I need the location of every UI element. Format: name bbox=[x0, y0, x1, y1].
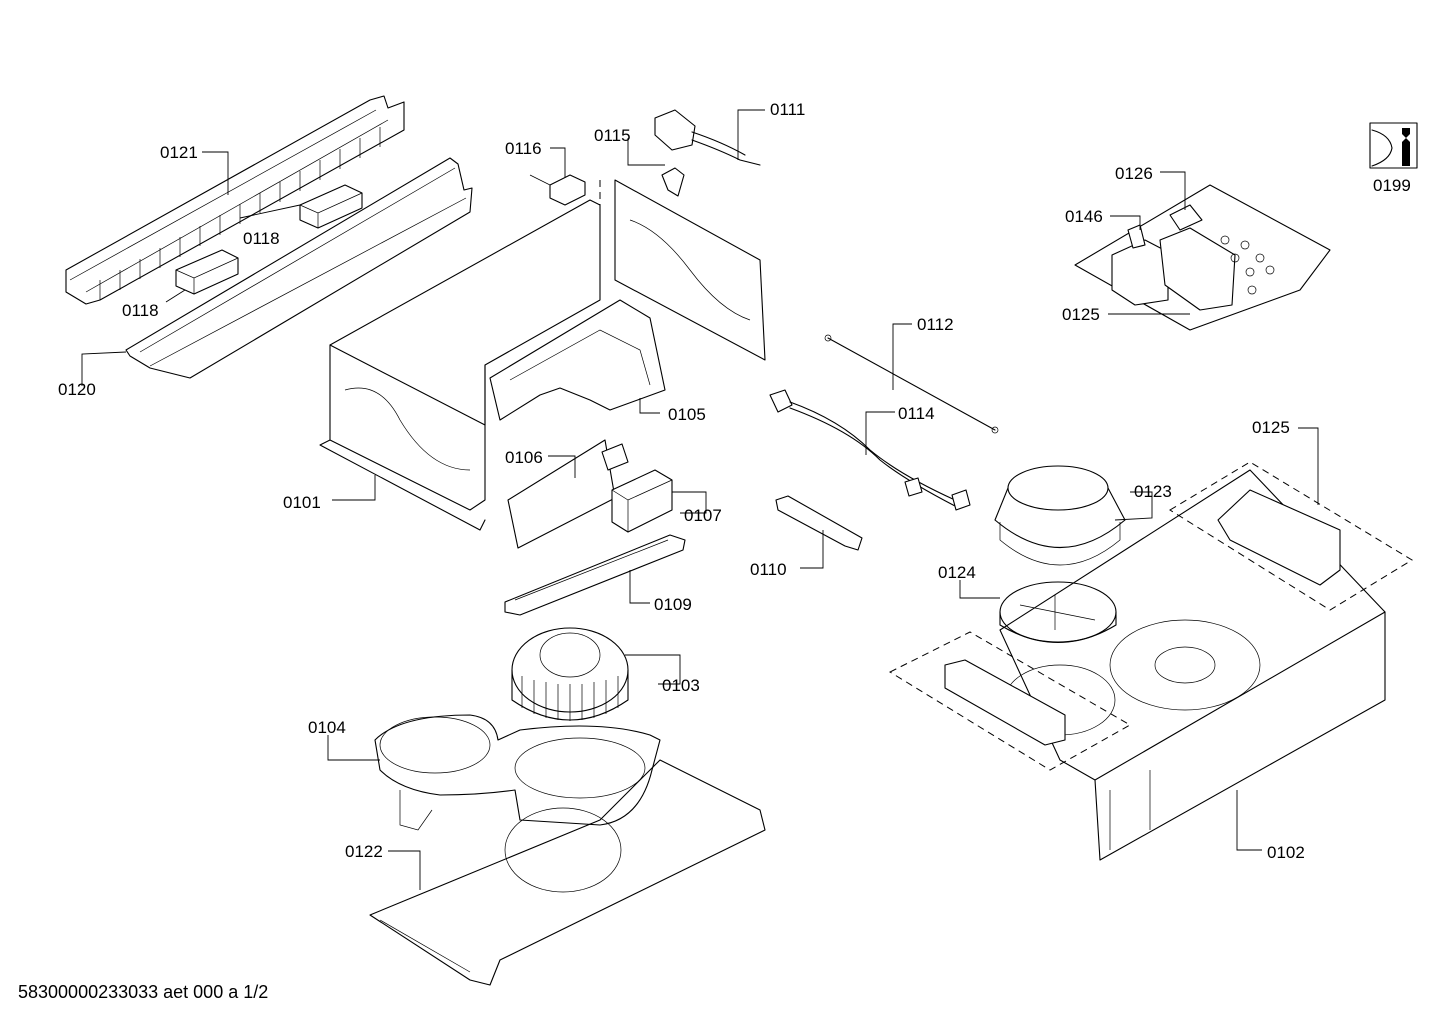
part-0110-connector bbox=[775, 495, 863, 551]
part-0103-blower-wheel bbox=[511, 627, 629, 721]
callout-0111: 0111 bbox=[770, 100, 805, 119]
callout-labels: 0121 0118 0118 0120 0116 0115 0111 0101 … bbox=[58, 100, 1411, 862]
callout-0103: 0103 bbox=[662, 676, 700, 695]
part-0124-ring bbox=[999, 581, 1117, 644]
part-0121-rail bbox=[65, 95, 405, 305]
part-0102-chassis bbox=[999, 469, 1386, 861]
part-0111-power-cord bbox=[654, 109, 761, 166]
callout-0121: 0121 bbox=[160, 143, 198, 162]
callout-0102: 0102 bbox=[1267, 843, 1305, 862]
callout-0104: 0104 bbox=[308, 718, 346, 737]
callout-0125-chassis: 0125 bbox=[1252, 418, 1290, 437]
part-0101-side-panel bbox=[614, 179, 766, 361]
part-0126-accessory-bag bbox=[1074, 184, 1331, 331]
part-0116-sensor bbox=[529, 174, 586, 206]
part-0125-bracket-right bbox=[1217, 489, 1341, 586]
callout-0122: 0122 bbox=[345, 842, 383, 861]
callout-0126: 0126 bbox=[1115, 164, 1153, 183]
callout-0112: 0112 bbox=[917, 315, 954, 334]
callout-0114: 0114 bbox=[898, 404, 935, 423]
part-0118-module-b bbox=[175, 249, 239, 295]
callout-0105: 0105 bbox=[668, 405, 706, 424]
part-0112-wire bbox=[824, 334, 999, 434]
part-0109-tray bbox=[504, 534, 686, 616]
callout-0199: 0199 bbox=[1373, 176, 1411, 195]
part-0120-rail bbox=[125, 157, 473, 379]
part-0115-clip bbox=[661, 167, 685, 197]
callout-0123: 0123 bbox=[1134, 482, 1172, 501]
part-0118-module-a bbox=[299, 184, 363, 229]
callout-0116: 0116 bbox=[505, 139, 542, 158]
part-0123-collar bbox=[994, 465, 1126, 566]
part-0114-harness bbox=[769, 389, 971, 511]
part-0107-module bbox=[611, 469, 673, 533]
wrench-service-icon bbox=[1369, 122, 1418, 169]
callout-0125-bag: 0125 bbox=[1062, 305, 1100, 324]
callout-0106: 0106 bbox=[505, 448, 543, 467]
callout-0115: 0115 bbox=[594, 126, 631, 145]
callout-0110: 0110 bbox=[750, 560, 787, 579]
part-0101-housing bbox=[319, 199, 601, 531]
part-0122-base-plate bbox=[369, 759, 766, 986]
part-0104-blower-housing bbox=[374, 714, 661, 831]
dashed-outline-right bbox=[1169, 461, 1413, 611]
document-code: 58300000233033 aet 000 a 1/2 bbox=[18, 982, 269, 1002]
callout-0120: 0120 bbox=[58, 380, 96, 399]
part-0125-bracket-left bbox=[944, 659, 1066, 746]
callout-0118-lower: 0118 bbox=[122, 301, 159, 320]
callout-0109: 0109 bbox=[654, 595, 692, 614]
callout-0124: 0124 bbox=[938, 563, 976, 582]
part-0105-blower-guide bbox=[489, 299, 666, 421]
callout-0101: 0101 bbox=[283, 493, 321, 512]
callout-0146: 0146 bbox=[1065, 207, 1103, 226]
leader-lines bbox=[81, 109, 1319, 890]
callout-0118-upper: 0118 bbox=[243, 229, 280, 248]
callout-0107: 0107 bbox=[684, 506, 722, 525]
